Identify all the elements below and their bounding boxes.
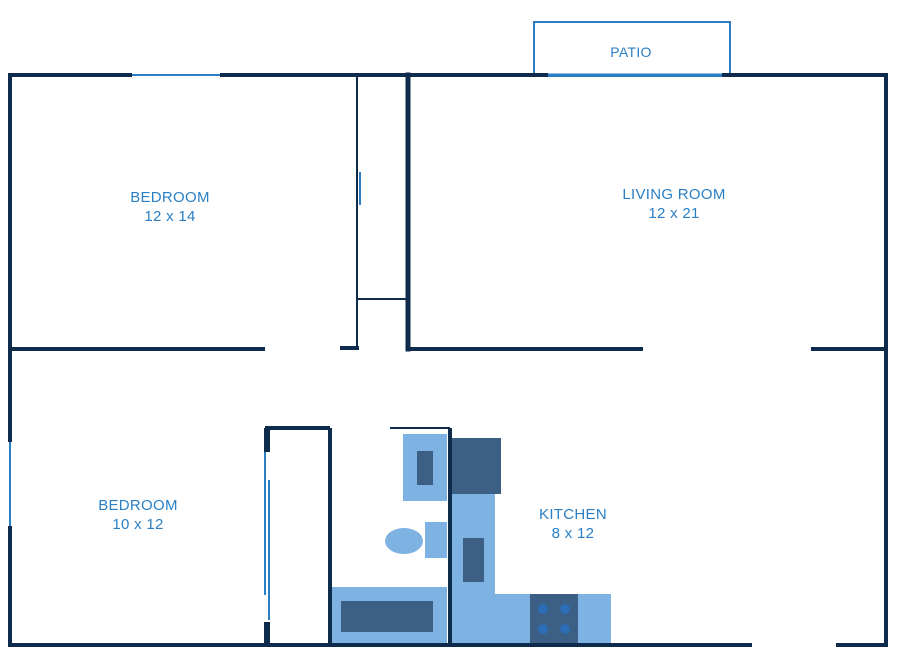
burner-icon [538,624,548,634]
burner-icon [538,604,548,614]
patio: PATIO [533,21,731,77]
refrigerator [452,438,501,494]
walls [8,72,888,647]
bath-walls [264,426,452,645]
room-labels: BEDROOM 12 x 14 LIVING ROOM 12 x 21 BEDR… [98,186,725,542]
kitchen-sink [463,538,484,582]
living-room-size: 12 x 21 [648,205,699,222]
vanity-sink [417,451,433,485]
bathtub-basin [341,601,433,632]
toilet-bowl [385,528,423,554]
kitchen-size: 8 x 12 [552,525,595,542]
living-room-name: LIVING ROOM [622,186,725,203]
fixtures [332,434,611,643]
thin-walls [356,77,407,347]
bedroom-1-size: 12 x 14 [144,208,195,225]
stove [530,594,578,643]
burner-icon [560,604,570,614]
patio-label: PATIO [610,44,651,60]
bedroom-2-size: 10 x 12 [112,516,163,533]
burner-icon [560,624,570,634]
toilet-tank [425,522,447,558]
bedroom-2-name: BEDROOM [98,497,178,514]
bedroom-1-name: BEDROOM [130,189,210,206]
kitchen-name: KITCHEN [539,506,607,523]
